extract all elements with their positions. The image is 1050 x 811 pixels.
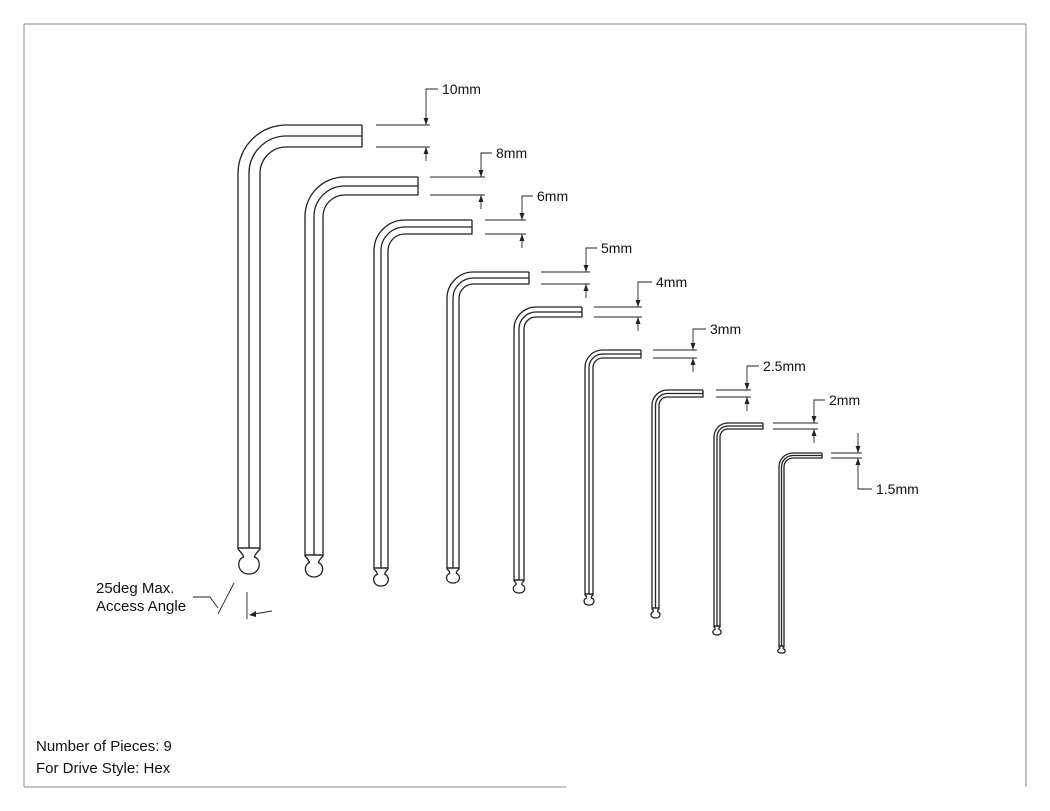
size-label-7: 2.5mm bbox=[763, 358, 806, 374]
info-block: Number of Pieces: 9 For Drive Style: Hex bbox=[36, 738, 172, 777]
hex-key-1 bbox=[237, 124, 363, 575]
key-ball-end bbox=[650, 607, 661, 619]
dimension-2: 8mm bbox=[430, 145, 527, 209]
hex-key-8 bbox=[712, 422, 764, 636]
key-ball-end bbox=[373, 567, 389, 587]
angle-note-line2: Access Angle bbox=[96, 598, 186, 615]
angle-note-line1: 25deg Max. bbox=[96, 580, 174, 597]
key-ball-end bbox=[304, 554, 324, 578]
angle-arrow bbox=[249, 611, 256, 617]
key-hex-edge bbox=[452, 277, 529, 568]
size-label-9: 1.5mm bbox=[876, 481, 919, 497]
key-ball-end bbox=[583, 593, 595, 606]
key-hex-edge bbox=[518, 311, 582, 580]
hex-keys bbox=[237, 124, 823, 654]
dimension-9: 1.5mm bbox=[831, 433, 919, 497]
drawing-frame bbox=[23, 23, 1027, 788]
pieces-text: Number of Pieces: 9 bbox=[36, 738, 172, 755]
hex-key-5 bbox=[512, 306, 583, 594]
size-label-1: 10mm bbox=[442, 81, 481, 97]
key-hex-edge bbox=[716, 425, 763, 626]
size-label-8: 2mm bbox=[829, 392, 860, 408]
key-hex-edge bbox=[588, 353, 641, 594]
size-label-5: 4mm bbox=[656, 274, 687, 290]
dimension-7: 2.5mm bbox=[716, 358, 806, 411]
key-body bbox=[584, 349, 642, 594]
dimension-3: 6mm bbox=[485, 188, 568, 248]
hex-key-2 bbox=[304, 176, 419, 578]
key-body bbox=[513, 306, 583, 580]
hex-key-6 bbox=[583, 349, 642, 606]
key-body bbox=[446, 271, 530, 568]
key-body bbox=[373, 219, 473, 568]
key-hex-edge bbox=[313, 185, 418, 555]
key-body bbox=[304, 176, 419, 555]
key-body bbox=[778, 452, 823, 646]
angle-ext-line-tilted bbox=[217, 582, 235, 615]
drive-style-text: For Drive Style: Hex bbox=[36, 760, 171, 777]
key-ball-end bbox=[712, 625, 722, 636]
key-hex-edge bbox=[654, 392, 703, 608]
key-body bbox=[237, 124, 363, 548]
key-ball-end bbox=[777, 645, 786, 654]
key-ball-end bbox=[445, 567, 461, 584]
key-hex-edge bbox=[380, 226, 472, 568]
hex-key-9 bbox=[777, 452, 823, 654]
key-hex-edge bbox=[780, 454, 822, 646]
dimension-4: 5mm bbox=[541, 240, 632, 298]
dimension-8: 2mm bbox=[773, 392, 860, 443]
size-label-6: 3mm bbox=[710, 321, 741, 337]
hex-key-3 bbox=[373, 219, 473, 587]
dimension-5: 4mm bbox=[594, 274, 687, 331]
key-ball-end bbox=[512, 579, 526, 594]
dimension-1: 10mm bbox=[376, 81, 481, 161]
size-label-3: 6mm bbox=[537, 188, 568, 204]
size-label-4: 5mm bbox=[601, 240, 632, 256]
access-angle-annotation: 25deg Max. Access Angle bbox=[96, 580, 273, 619]
size-dimensions: 10mm 8mm 6mm 5mm 4mm 3mm 2.5mm 2mm 1.5mm bbox=[376, 81, 919, 497]
size-label-2: 8mm bbox=[496, 145, 527, 161]
dimension-6: 3mm bbox=[653, 321, 741, 372]
hex-key-4 bbox=[445, 271, 530, 584]
key-ball-end bbox=[237, 547, 261, 575]
key-hex-edge bbox=[248, 135, 362, 548]
key-body bbox=[651, 389, 704, 608]
key-body bbox=[713, 422, 764, 626]
hex-key-7 bbox=[650, 389, 704, 619]
